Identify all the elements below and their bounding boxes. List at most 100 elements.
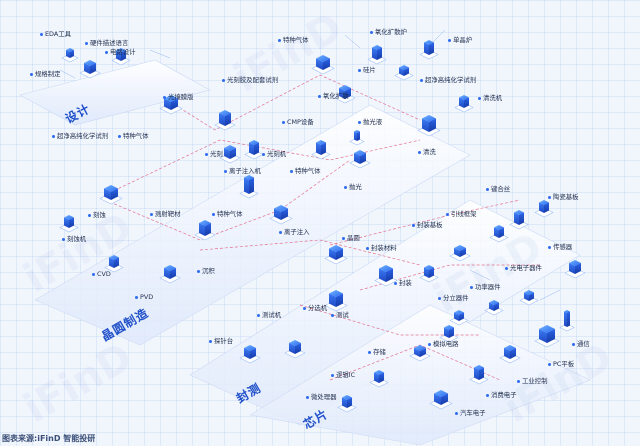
book-icon — [61, 48, 79, 63]
label-etcher: 刻蚀机 — [62, 235, 86, 243]
spool-icon — [509, 210, 529, 230]
label-logic-ic: 逻辑IC — [331, 371, 355, 379]
frame-icon — [489, 225, 509, 243]
label-silicon-wafer: 硅片 — [358, 66, 376, 74]
furnace-icon — [311, 55, 335, 75]
label-special-gas-low: 特种气体 — [212, 210, 243, 218]
test-icon — [324, 290, 348, 312]
label-ion-implanter: 离子注入机 — [224, 167, 261, 175]
bottle-icon — [349, 130, 365, 146]
label-pvd-text: PVD — [140, 293, 154, 301]
label-spec-text: 规格制定 — [35, 70, 61, 78]
label-ion-implant-text: 离子注入 — [284, 228, 310, 236]
label-cleaning-machine-text: 清洗机 — [483, 94, 503, 102]
label-circuit-design-text: 电路设计 — [110, 48, 136, 56]
label-litho-machine: 光刻机 — [262, 150, 286, 158]
label-wafer-text: 晶圆 — [347, 234, 360, 242]
label-ion-implanter-text: 离子注入机 — [229, 167, 261, 175]
label-oxidation-text: 氧化扩散 — [323, 92, 349, 100]
label-special-gas-top: 特种气体 — [278, 36, 309, 44]
discrete-icon — [449, 310, 469, 326]
label-litho-gluing-text: 光刻胶及配套试剂 — [227, 76, 279, 84]
label-polishing-fluid-text: 抛光液 — [363, 118, 383, 126]
label-storage-text: 存储 — [373, 348, 386, 356]
label-special-gas-low-text: 特种气体 — [217, 210, 243, 218]
label-special-gas-mid-text: 特种气体 — [295, 167, 321, 175]
label-ultra-pure-chem-top: 超净高纯化学试剂 — [420, 76, 476, 84]
label-optoelectronic-text: 光电子器件 — [510, 264, 542, 272]
label-cleaning: 清洗 — [418, 148, 436, 156]
label-analog-circuit: 模拟电路 — [428, 340, 459, 348]
label-eda: EDA工具 — [40, 30, 71, 38]
label-testing-text: 测试 — [336, 311, 349, 319]
cmp-icon — [311, 140, 331, 160]
etch-icon — [99, 185, 123, 205]
label-sensor-text: 传感器 — [553, 243, 573, 251]
label-discrete-device-text: 分立器件 — [443, 294, 469, 302]
cvd-icon — [104, 255, 124, 273]
label-consumer-electronics-text: 消费电子 — [491, 391, 517, 399]
label-photomask: 光掩膜版 — [163, 93, 194, 101]
label-packaging-material-text: 封装材料 — [371, 244, 397, 252]
label-hdl-text: 硬件描述语言 — [90, 39, 129, 47]
label-sputter-target: 溅射靶材 — [150, 210, 181, 218]
label-automotive: 汽车电子 — [455, 409, 486, 417]
label-deposition-text: 沉积 — [202, 267, 215, 275]
label-ion-implant: 离子注入 — [279, 228, 310, 236]
label-consumer-electronics: 消费电子 — [486, 391, 517, 399]
label-pvd: PVD — [135, 293, 153, 301]
pvd-icon — [159, 265, 181, 284]
label-hdl: 硬件描述语言 — [85, 39, 128, 47]
label-etcher-text: 刻蚀机 — [67, 235, 87, 243]
pc-icon — [534, 325, 560, 348]
polish-icon — [349, 150, 371, 169]
cabinet-icon — [367, 45, 387, 65]
server-icon — [79, 60, 101, 79]
label-analog-circuit-text: 模拟电路 — [433, 340, 459, 348]
analog-icon — [439, 325, 459, 343]
label-cmp-text: CMP设备 — [287, 118, 314, 126]
label-polishing-text: 抛光 — [349, 183, 362, 191]
label-lead-frame: 引线框架 — [446, 210, 477, 218]
label-logic-ic-text: 逻辑IC — [336, 371, 356, 379]
label-special-gas-left-text: 特种气体 — [123, 132, 149, 140]
label-pc-tablet-text: PC平板 — [553, 360, 575, 368]
label-pc-tablet: PC平板 — [548, 360, 574, 368]
label-storage: 存储 — [368, 348, 386, 356]
sorter-icon — [284, 340, 306, 359]
label-ultra-pure-chem-top-text: 超净高纯化学试剂 — [425, 76, 477, 84]
label-etching-text: 刻蚀 — [93, 211, 106, 219]
memory-chip-icon — [409, 345, 431, 362]
machine-icon — [244, 140, 264, 160]
opto-icon — [519, 290, 539, 306]
beaker-icon — [214, 110, 236, 131]
label-oxidation: 氧化扩散 — [318, 92, 349, 100]
label-power-device-text: 功率器件 — [475, 283, 501, 291]
label-photolithography: 光刻 — [205, 150, 223, 158]
chip-icon — [111, 48, 131, 66]
label-polishing-fluid: 抛光液 — [358, 118, 382, 126]
label-special-gas-left: 特种气体 — [118, 132, 149, 140]
label-automotive-text: 汽车电子 — [460, 409, 486, 417]
label-packaging-step-text: 封装 — [399, 279, 412, 287]
tower-icon — [559, 310, 575, 332]
label-tester: 测试机 — [257, 311, 281, 319]
label-single-crystal-furnace-text: 单晶炉 — [453, 36, 473, 44]
package-icon — [374, 265, 398, 287]
label-ceramic-substrate-text: 陶瓷基板 — [553, 193, 579, 201]
label-ceramic-substrate: 陶瓷基板 — [548, 193, 579, 201]
implanter-icon — [239, 175, 259, 199]
label-oxidation-furnace: 氧化扩散炉 — [370, 28, 407, 36]
label-special-gas-mid: 特种气体 — [290, 167, 321, 175]
label-single-crystal-furnace: 单晶炉 — [448, 36, 472, 44]
label-oxidation-furnace-text: 氧化扩散炉 — [375, 28, 407, 36]
litho-icon — [219, 145, 241, 164]
label-discrete-device: 分立器件 — [438, 294, 469, 302]
wafer-stack-icon — [324, 245, 348, 265]
label-cleaning-machine: 清洗机 — [478, 94, 502, 102]
cleaning-icon — [417, 115, 441, 137]
power-icon — [484, 300, 504, 316]
label-photolithography-text: 光刻 — [210, 150, 223, 158]
label-silicon-wafer-text: 硅片 — [363, 66, 376, 74]
